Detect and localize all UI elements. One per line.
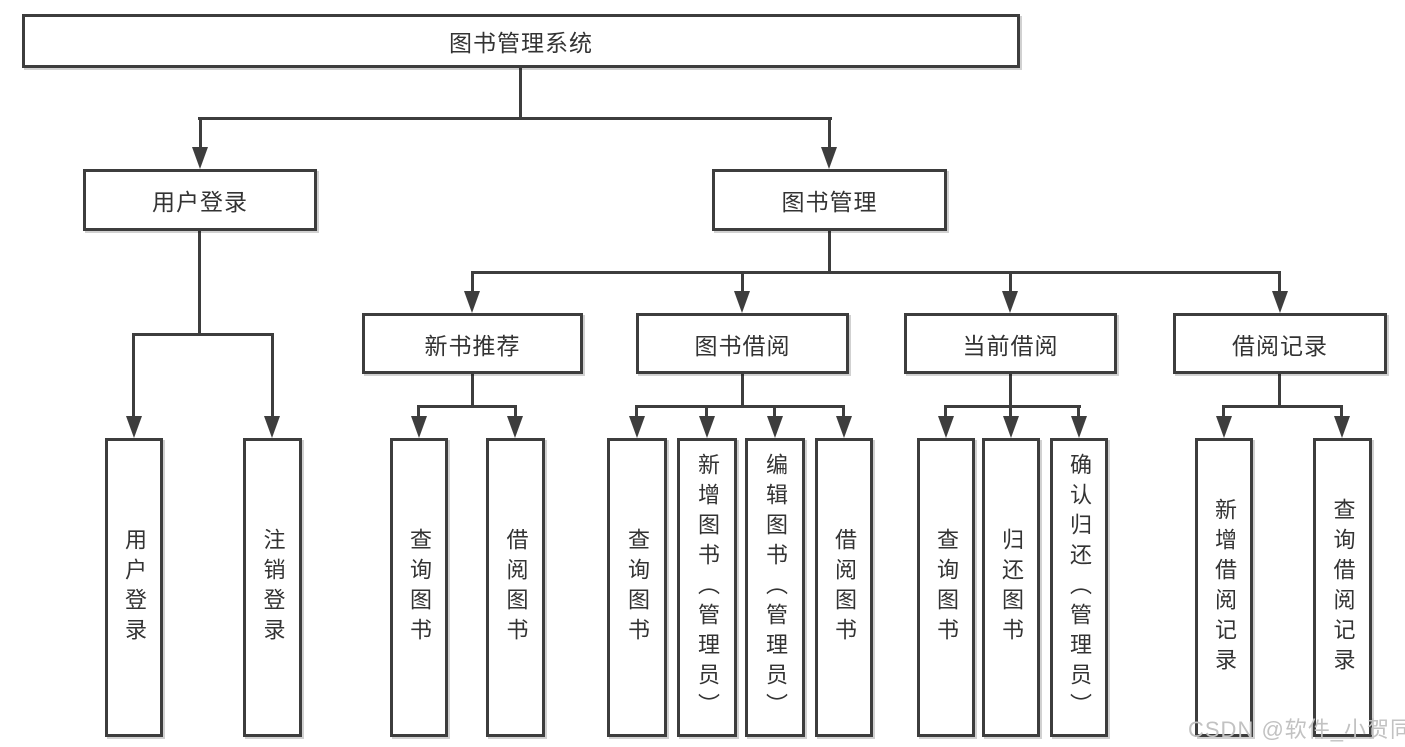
arrow-down-icon [1334, 416, 1350, 438]
connector-drop-user-login [199, 117, 202, 149]
node-current-borrow-label: 当前借阅 [962, 332, 1059, 359]
leaf-user-login-label: 用户登录 [122, 527, 147, 648]
leaf-user-login: 用户登录 [105, 438, 163, 737]
connector-drop-current-borrow [1009, 271, 1012, 293]
leaf-current-return-books: 归还图书 [982, 438, 1040, 737]
connector-records-rail [1222, 405, 1343, 408]
connector-current-trunk [1009, 373, 1012, 408]
leaf-records-add-record: 新增借阅记录 [1195, 438, 1253, 737]
connector-level2-rail [198, 117, 832, 120]
connector-recommend-trunk [471, 373, 474, 408]
arrow-down-icon [1272, 291, 1288, 313]
connector-drop-book-borrow [741, 271, 744, 293]
leaf-records-add-record-label: 新增借阅记录 [1212, 497, 1237, 678]
connector-borrow-trunk [741, 373, 744, 408]
leaf-current-return-books-label: 归还图书 [999, 527, 1024, 648]
node-user-login: 用户登录 [83, 169, 317, 231]
node-user-login-label: 用户登录 [152, 189, 248, 215]
arrow-down-icon [1002, 291, 1018, 313]
leaf-records-query-record: 查询借阅记录 [1313, 438, 1372, 737]
leaf-recommend-query-books: 查询图书 [390, 438, 448, 737]
leaf-borrow-add-books-admin-label: 新增图书（管理员） [695, 452, 720, 723]
node-book-management-label: 图书管理 [781, 189, 878, 215]
leaf-current-confirm-return-admin: 确认归还（管理员） [1050, 438, 1108, 737]
arrow-down-icon [734, 291, 750, 313]
connector-drop-current-confirm [1077, 405, 1080, 419]
arrow-down-icon [1003, 416, 1019, 438]
connector-drop-new-book-recommend [471, 271, 474, 293]
connector-current-rail [944, 405, 1081, 408]
node-root: 图书管理系统 [22, 14, 1020, 68]
arrow-down-icon [411, 416, 427, 438]
node-new-book-recommend: 新书推荐 [362, 313, 583, 374]
arrow-down-icon [1216, 416, 1232, 438]
arrow-down-icon [629, 416, 645, 438]
arrow-down-icon [699, 416, 715, 438]
connector-drop-records-query [1340, 405, 1343, 419]
node-current-borrow: 当前借阅 [904, 313, 1117, 374]
leaf-current-query-books-label: 查询图书 [934, 527, 959, 648]
leaf-borrow-edit-books-admin-label: 编辑图书（管理员） [763, 452, 788, 723]
connector-user-login-rail [133, 333, 274, 336]
arrow-down-icon [264, 416, 280, 438]
leaf-logout-label: 注销登录 [260, 527, 286, 648]
node-book-borrow-label: 图书借阅 [694, 332, 791, 359]
connector-drop-borrow-add [705, 405, 708, 419]
connector-level3-rail [471, 271, 1281, 274]
arrow-down-icon [938, 416, 954, 438]
node-new-book-recommend-label: 新书推荐 [424, 332, 521, 359]
arrow-down-icon [1071, 416, 1087, 438]
leaf-borrow-query-books: 查询图书 [607, 438, 667, 737]
leaf-recommend-borrow-books-label: 借阅图书 [503, 527, 529, 648]
connector-drop-borrow-borrow [842, 405, 845, 419]
arrow-down-icon [821, 147, 837, 169]
leaf-logout: 注销登录 [243, 438, 302, 737]
node-book-management: 图书管理 [712, 169, 947, 231]
connector-book-management-trunk [828, 231, 831, 274]
node-root-label: 图书管理系统 [449, 30, 593, 56]
watermark: CSDN @软件_小贺同学 [1188, 717, 1405, 742]
connector-user-login-trunk [198, 231, 201, 336]
leaf-borrow-query-books-label: 查询图书 [625, 527, 650, 648]
node-book-borrow: 图书借阅 [636, 313, 849, 374]
leaf-recommend-query-books-label: 查询图书 [407, 527, 432, 648]
connector-drop-borrow-edit [773, 405, 776, 419]
connector-borrow-rail [635, 405, 845, 408]
arrow-down-icon [192, 147, 208, 169]
connector-drop-book-management [828, 117, 831, 149]
leaf-records-query-record-label: 查询借阅记录 [1330, 497, 1356, 678]
connector-root-trunk [519, 68, 522, 118]
node-borrow-records-label: 借阅记录 [1232, 332, 1328, 359]
connector-drop-recommend-borrow [514, 405, 517, 419]
connector-drop-current-query [944, 405, 947, 419]
connector-drop-records-add [1222, 405, 1225, 419]
arrow-down-icon [507, 416, 523, 438]
arrow-down-icon [126, 416, 142, 438]
arrow-down-icon [464, 291, 480, 313]
connector-drop-leaf-logout [271, 333, 274, 418]
leaf-borrow-edit-books-admin: 编辑图书（管理员） [745, 438, 805, 737]
node-borrow-records: 借阅记录 [1173, 313, 1387, 374]
leaf-borrow-borrow-books-label: 借阅图书 [832, 527, 857, 648]
connector-records-trunk [1278, 373, 1281, 408]
arrow-down-icon [836, 416, 852, 438]
leaf-recommend-borrow-books: 借阅图书 [486, 438, 545, 737]
connector-drop-leaf-user-login [132, 333, 135, 418]
connector-drop-recommend-query [417, 405, 420, 419]
arrow-down-icon [767, 416, 783, 438]
connector-drop-borrow-query [635, 405, 638, 419]
connector-drop-borrow-records [1278, 271, 1281, 293]
leaf-borrow-borrow-books: 借阅图书 [815, 438, 873, 737]
connector-drop-current-return [1009, 405, 1012, 419]
leaf-current-query-books: 查询图书 [917, 438, 975, 737]
leaf-current-confirm-return-admin-label: 确认归还（管理员） [1067, 452, 1092, 723]
connector-recommend-rail [417, 405, 517, 408]
leaf-borrow-add-books-admin: 新增图书（管理员） [677, 438, 737, 737]
